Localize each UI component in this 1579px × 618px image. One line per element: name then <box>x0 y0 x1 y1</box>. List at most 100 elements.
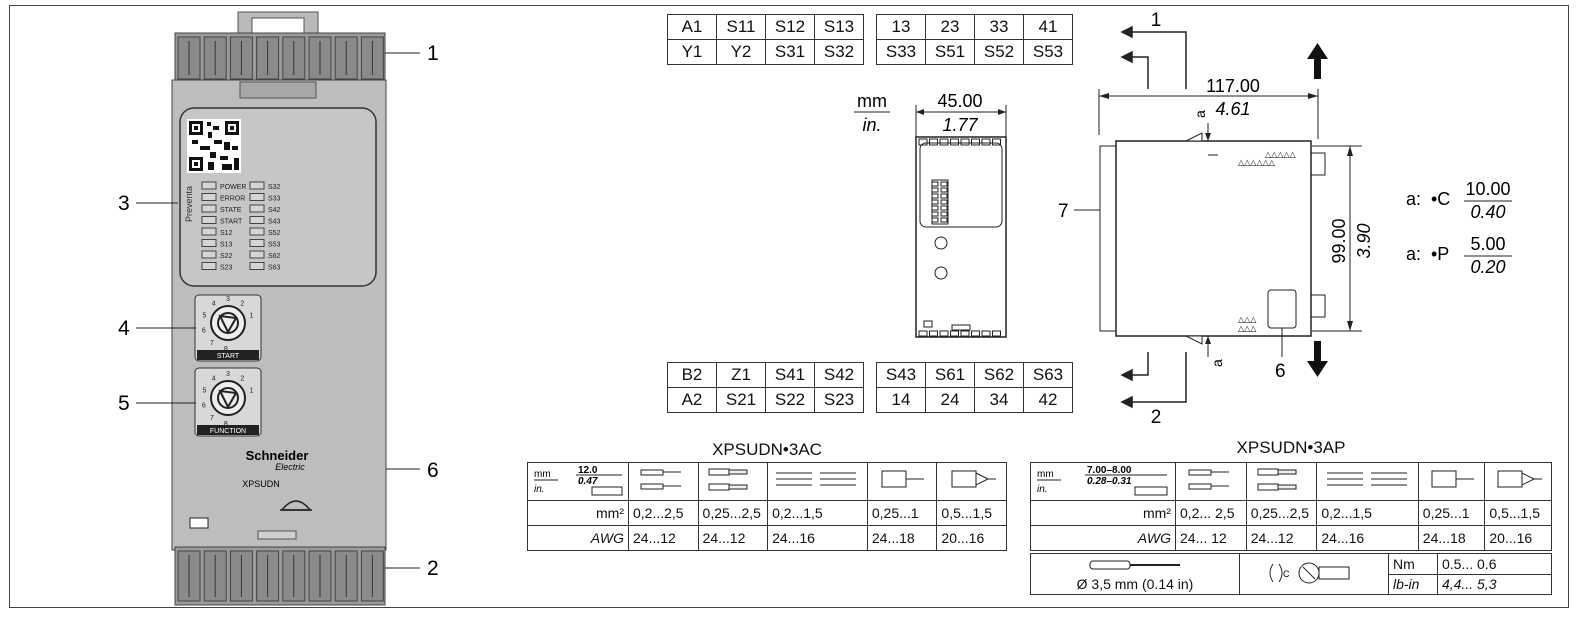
led-label: ERROR <box>220 196 245 203</box>
cell-awg: 24...18 <box>1417 525 1486 551</box>
start-dial-label: START <box>217 353 240 360</box>
strip-length-cell: mm in. 12.0 0.47 <box>527 462 629 501</box>
led-indicator <box>249 204 265 213</box>
terminal: 42 <box>1023 387 1073 413</box>
device-front-outline <box>915 136 1007 338</box>
unit-in: in. <box>862 115 881 135</box>
tool-torque-table: Ø 3,5 mm (0.14 in) C Nm 0.5... 0.6 lb-in… <box>1030 553 1552 595</box>
dial-number: 4 <box>212 376 216 383</box>
clearance-p-mm: 5.00 <box>1470 234 1505 254</box>
clearance-p-in: 0.20 <box>1470 257 1505 277</box>
airflow-arrows <box>1120 25 1187 409</box>
outer-frame <box>9 5 1569 608</box>
led-indicator <box>201 262 217 270</box>
terminal: S23 <box>814 387 864 413</box>
led-label: S22 <box>220 253 233 260</box>
clearance-a-top: a <box>1192 110 1208 118</box>
dial-number: 3 <box>226 371 230 378</box>
terminal: S33 <box>876 39 926 65</box>
led-indicator <box>249 216 265 224</box>
wiring-3ac-title: XPSUDN•3AC <box>712 440 822 459</box>
ferrule-icon <box>697 462 769 501</box>
led-label: S13 <box>220 242 233 249</box>
strip-mm: 7.00–8.00 <box>1087 465 1132 476</box>
terminal: S31 <box>765 39 815 65</box>
callout-4: 4 <box>118 317 130 340</box>
led-label: S63 <box>268 265 281 272</box>
led-indicator <box>201 204 217 213</box>
terminal: S53 <box>1023 39 1073 65</box>
width-in: 1.77 <box>942 115 978 135</box>
insulated-ferrule-icon <box>1417 462 1486 501</box>
double-wire-icon <box>767 462 868 501</box>
cell-awg: 20...16 <box>936 525 1007 551</box>
led-label: STATE <box>220 207 242 214</box>
cell-awg: 24...16 <box>767 525 868 551</box>
terminal: S13 <box>814 14 864 40</box>
terminal: A2 <box>667 387 717 413</box>
depth-mm: 117.00 <box>1206 76 1260 96</box>
clearance-prefix: a: <box>1406 244 1421 264</box>
callout-1: 1 <box>427 42 439 65</box>
row-label-awg: AWG <box>1030 525 1176 551</box>
dial-number: 2 <box>240 376 244 383</box>
led-label: S12 <box>220 230 233 237</box>
led-indicator <box>201 250 217 259</box>
insulated-ferrule-icon <box>866 462 938 501</box>
led-label: S52 <box>268 230 281 237</box>
cell-awg: 20...16 <box>1484 525 1552 551</box>
ferrule-icon <box>1245 462 1318 501</box>
strip-in: 0.28–0.31 <box>1087 476 1132 487</box>
led-indicator <box>249 262 265 270</box>
terminal: 14 <box>876 387 926 413</box>
unit-mm: mm <box>1037 469 1054 480</box>
clearance-p-symbol: •P <box>1431 244 1449 264</box>
dial-number: 7 <box>210 415 214 422</box>
torque-nm: 0.5... 0.6 <box>1437 553 1552 575</box>
cell-awg: 24... 12 <box>1175 525 1247 551</box>
device-side-outline: △△△△△△△△△△△ △△△△△△ <box>1099 132 1326 345</box>
side-callout-6: 6 <box>1275 361 1286 382</box>
strip-in: 0.47 <box>578 476 598 487</box>
terminal: S11 <box>716 14 766 40</box>
unit-mm: mm <box>857 91 887 111</box>
screw-icon-cell: C <box>1239 553 1389 595</box>
torque-unit-lbin: lb-in <box>1388 573 1438 595</box>
dial-number: 8 <box>224 421 228 428</box>
front-dimension-view: mm in. 45.00 1.77 <box>854 91 1007 338</box>
terminal: S62 <box>974 362 1024 388</box>
led-label: S32 <box>268 184 281 191</box>
dial-number: 4 <box>212 301 216 308</box>
terminal: A1 <box>667 14 717 40</box>
brand-sub: Electric <box>275 462 305 472</box>
dial-number: 8 <box>224 346 228 353</box>
led-label: S62 <box>268 253 281 260</box>
dial-number: 5 <box>203 387 207 394</box>
cell-mm2: 0,5...1,5 <box>1484 500 1552 526</box>
top-terminal-block <box>174 32 386 84</box>
terminal: 34 <box>974 387 1024 413</box>
terminal: S61 <box>925 362 975 388</box>
terminal: Z1 <box>716 362 766 388</box>
led-label: S43 <box>268 219 281 226</box>
preventa-label: Preventa <box>184 186 194 222</box>
led-indicator <box>249 250 265 259</box>
twin-ferrule-icon <box>1484 462 1552 501</box>
led-label: S42 <box>268 207 281 214</box>
svg-text:△△△: △△△ <box>1238 315 1257 324</box>
wiring-table-3ac: mm in. 12.0 0.47 mm² 0,2...2,5 0,25...2,… <box>527 462 1007 551</box>
led-indicator <box>201 227 217 236</box>
led-indicator <box>201 181 217 190</box>
strip-mm: 12.0 <box>578 465 598 476</box>
screwdriver-size: Ø 3,5 mm (0.14 in) <box>1076 575 1194 592</box>
cell-awg: 24...18 <box>866 525 938 551</box>
svg-text:C: C <box>1283 569 1290 579</box>
clearance-c-in: 0.40 <box>1470 202 1505 222</box>
function-dial-label: FUNCTION <box>210 428 246 435</box>
svg-text:△△△△△: △△△△△ <box>1265 150 1297 159</box>
led-indicator <box>201 193 217 201</box>
terminal: 33 <box>974 14 1024 40</box>
callout-3: 3 <box>118 192 130 215</box>
